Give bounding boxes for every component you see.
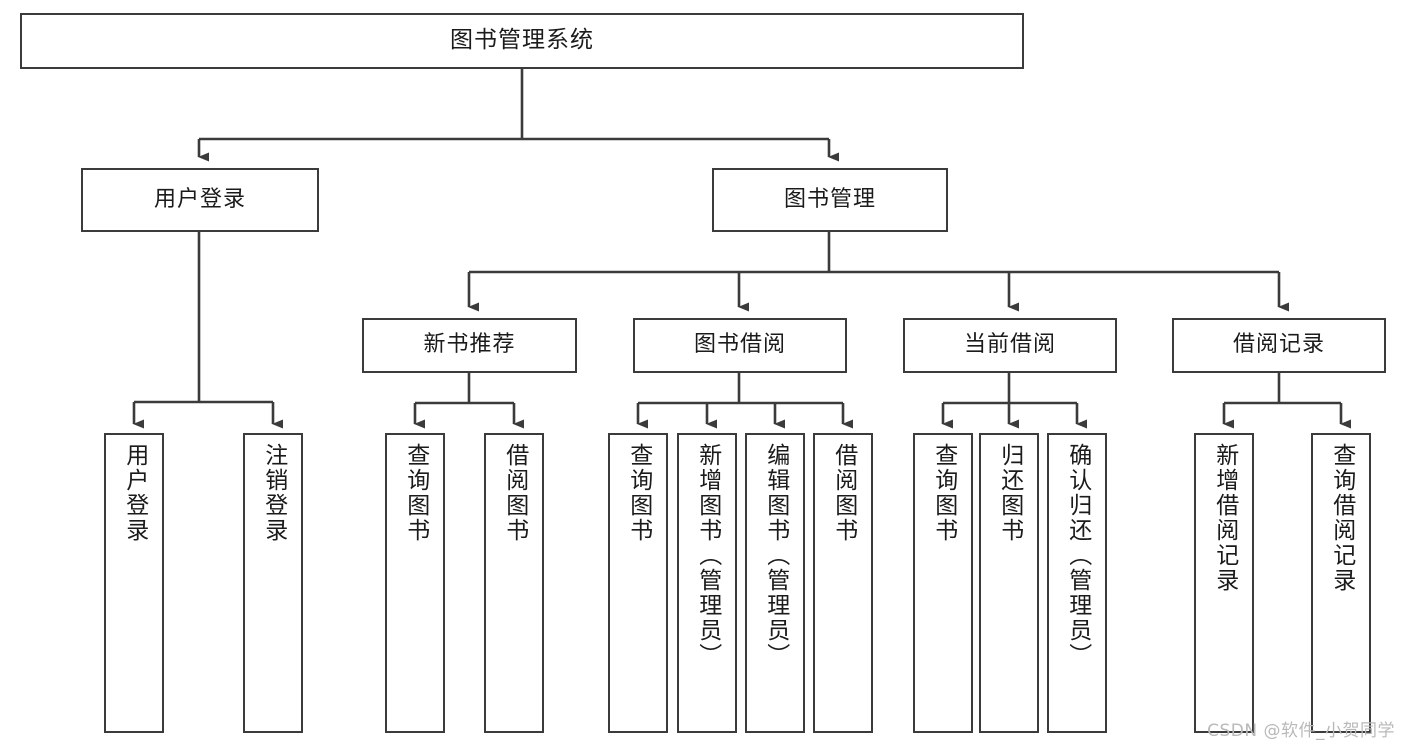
- leaf-new-book-borrow-book[interactable]: 借阅图书: [484, 433, 544, 733]
- node-label: 当前借阅: [963, 332, 1056, 358]
- leaf-current-confirm-return-admin[interactable]: 确认归还（管理员）: [1047, 433, 1107, 733]
- node-label: 查询图书: [930, 443, 957, 543]
- node-new-book-recommend[interactable]: 新书推荐: [362, 318, 577, 373]
- node-label: 归还图书: [996, 443, 1023, 543]
- node-label: 图书借阅: [693, 332, 786, 358]
- node-label: 借阅图书: [830, 443, 857, 543]
- node-label: 新增借阅记录: [1211, 443, 1238, 593]
- node-label: 借阅记录: [1232, 332, 1325, 358]
- node-label: 编辑图书（管理员）: [762, 443, 789, 668]
- leaf-current-return-book[interactable]: 归还图书: [979, 433, 1039, 733]
- node-label: 注销登录: [260, 443, 287, 543]
- watermark: CSDN @软件_小贺同学: [1207, 721, 1395, 741]
- node-book-borrow[interactable]: 图书借阅: [633, 318, 847, 373]
- node-user-login[interactable]: 用户登录: [81, 168, 319, 232]
- node-borrow-records[interactable]: 借阅记录: [1172, 318, 1386, 373]
- node-label: 用户登录: [153, 186, 246, 212]
- leaf-user-login-login[interactable]: 用户登录: [104, 433, 164, 733]
- node-label: 查询图书: [402, 443, 429, 543]
- node-root-system[interactable]: 图书管理系统: [20, 13, 1024, 69]
- node-book-management[interactable]: 图书管理: [712, 168, 948, 232]
- node-label: 确认归还（管理员）: [1064, 443, 1091, 668]
- leaf-records-add-record[interactable]: 新增借阅记录: [1194, 433, 1254, 733]
- leaf-user-login-logout[interactable]: 注销登录: [243, 433, 303, 733]
- node-label: 新增图书（管理员）: [694, 443, 721, 668]
- leaf-borrow-borrow-book[interactable]: 借阅图书: [813, 433, 873, 733]
- node-current-borrow[interactable]: 当前借阅: [903, 318, 1117, 373]
- node-label: 查询图书: [625, 443, 652, 543]
- leaf-new-book-query-book[interactable]: 查询图书: [385, 433, 445, 733]
- node-label: 新书推荐: [423, 332, 516, 358]
- leaf-borrow-edit-book-admin[interactable]: 编辑图书（管理员）: [745, 433, 805, 733]
- node-label: 查询借阅记录: [1328, 443, 1355, 593]
- leaf-borrow-add-book-admin[interactable]: 新增图书（管理员）: [677, 433, 737, 733]
- node-label: 借阅图书: [501, 443, 528, 543]
- leaf-borrow-query-book[interactable]: 查询图书: [608, 433, 668, 733]
- node-label: 图书管理系统: [450, 27, 594, 54]
- leaf-records-query-record[interactable]: 查询借阅记录: [1311, 433, 1371, 733]
- node-label: 图书管理: [783, 186, 876, 212]
- node-label: 用户登录: [121, 443, 148, 543]
- leaf-current-query-book[interactable]: 查询图书: [913, 433, 973, 733]
